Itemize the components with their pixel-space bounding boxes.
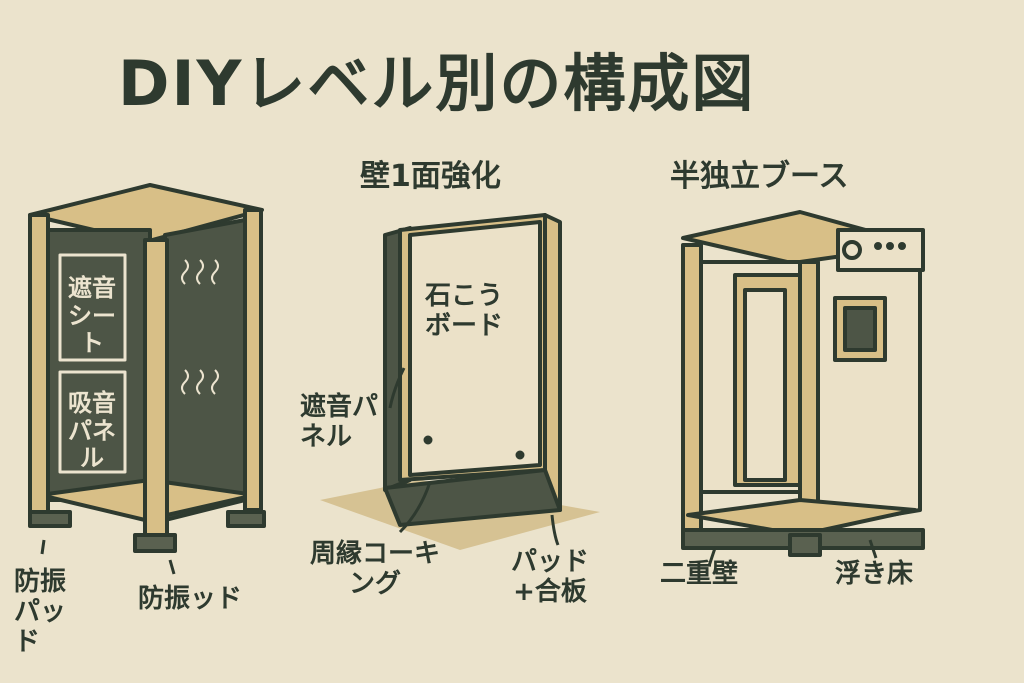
label-vibration-pad-left: 防振パッド (14, 567, 67, 657)
label-sound-panel: 遮音パネル (300, 392, 379, 452)
label-sound-sheet: 遮音シート (68, 274, 116, 358)
label-vibration-pad-right: 防振ッド (138, 584, 243, 614)
label-gypsum-board: 石こうボード (425, 281, 504, 341)
semi-independent-booth-illustration (681, 210, 925, 567)
label-pad-plywood: パッド+合板 (510, 547, 589, 607)
label-double-wall: 二重壁 (660, 559, 739, 589)
heading-wall-reinforcement: 壁1面強化 (360, 159, 501, 194)
label-floating-floor: 浮き床 (835, 559, 914, 589)
label-caulking: 周縁コーキング (309, 539, 440, 599)
wall-reinforcement-illustration (320, 213, 600, 550)
label-absorption-panel: 吸音パネル (68, 389, 116, 473)
heading-semi-independent-booth: 半独立ブース (670, 159, 849, 194)
booth-basic-illustration (28, 183, 266, 575)
page-title: DIYレベル別の構成図 (118, 47, 756, 120)
